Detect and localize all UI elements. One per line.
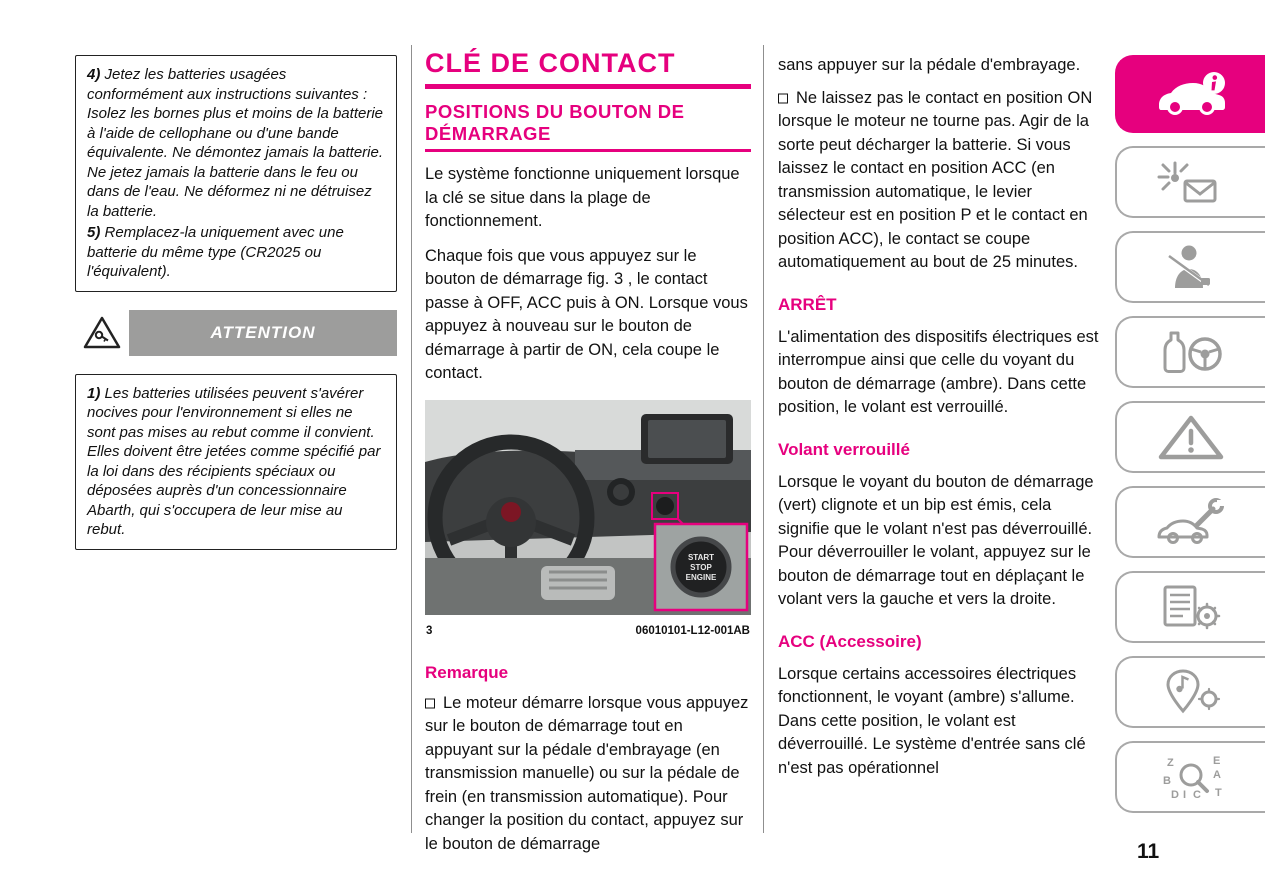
alphabetical-index-icon: Z E B A D I C T — [1163, 755, 1222, 801]
start-button-line3: ENGINE — [686, 573, 717, 582]
instruction-item-4: 4) Jetez les batteries usagées conformém… — [87, 65, 385, 221]
heading-acc-accessoire: ACC (Accessoire) — [778, 631, 922, 651]
item-number: 1) — [87, 384, 101, 402]
sidebar-tab-maintenance[interactable] — [1115, 486, 1265, 558]
item-text: Jetez les batteries usagées conformément… — [87, 66, 384, 220]
maintenance-wrench-icon — [1157, 498, 1225, 544]
warning-lights-icon — [1157, 161, 1217, 203]
seatbelt-safety-icon — [1168, 245, 1210, 288]
item-text: Les batteries utilisées peuvent s'avérer… — [87, 384, 381, 539]
drive-safety-icon — [1163, 331, 1222, 373]
index-letter: B — [1163, 775, 1171, 787]
square-bullet-icon — [778, 93, 788, 103]
technical-data-icon — [1163, 585, 1221, 630]
index-letter: T — [1215, 787, 1222, 799]
chapter-tab-sidebar: Z E B A D I C T — [1115, 55, 1265, 813]
sidebar-tab-multimedia[interactable] — [1115, 656, 1265, 728]
attention-bar: ATTENTION — [129, 309, 397, 356]
figure-3: START STOP ENGINE 3 06010101-L12-001AB — [425, 399, 751, 637]
multimedia-navigation-icon — [1166, 669, 1221, 714]
start-button-line1: START — [688, 553, 714, 562]
sidebar-tab-safety[interactable] — [1115, 231, 1265, 303]
warning-triangle-key-icon — [75, 309, 129, 356]
sidebar-tab-warning-lights[interactable] — [1115, 146, 1265, 218]
instruction-item-5: 5) Remplacez-la uniquement avec une batt… — [87, 223, 385, 282]
left-column: 4) Jetez les batteries usagées conformém… — [75, 55, 397, 550]
emergency-triangle-icon — [1158, 415, 1224, 460]
battery-environment-box: 1) Les batteries utilisées peuvent s'avé… — [75, 373, 397, 550]
instruction-item-1: 1) Les batteries utilisées peuvent s'avé… — [87, 384, 385, 540]
paragraph: Chaque fois que vous appuyez sur le bout… — [425, 246, 748, 383]
index-letter: C — [1193, 789, 1201, 801]
paragraph-continuation: sans appuyer sur la pédale d'embrayage. — [778, 56, 1081, 74]
car-info-icon — [1159, 72, 1225, 115]
paragraph: Lorsque le voyant du bouton de démarrage… — [778, 472, 1094, 609]
item-number: 5) — [87, 224, 101, 241]
index-letter: D — [1171, 789, 1179, 801]
paragraph: Lorsque certains accessoires électriques… — [778, 664, 1086, 777]
battery-instructions-box: 4) Jetez les batteries usagées conformém… — [75, 55, 397, 292]
middle-column: CLÉ DE CONTACT POSITIONS DU BOUTON DE DÉ… — [425, 48, 751, 856]
section-title: POSITIONS DU BOUTON DE DÉMARRAGE — [425, 101, 751, 152]
sidebar-tab-emergency[interactable] — [1115, 401, 1265, 473]
heading-volant-verrouille: Volant verrouillé — [778, 439, 910, 459]
note-bullet-item: Le moteur démarre lorsque vous appuyez s… — [425, 692, 751, 857]
note-heading: Remarque — [425, 662, 509, 682]
sidebar-tab-index[interactable]: Z E B A D I C T — [1115, 741, 1265, 813]
item-text: Remplacez-la uniquement avec une batteri… — [87, 224, 344, 280]
index-letter: I — [1183, 789, 1186, 801]
index-letter: Z — [1167, 757, 1174, 769]
bullet-text: Ne laissez pas le contact en position ON… — [778, 88, 1093, 272]
page-number: 11 — [1137, 840, 1160, 863]
sidebar-tab-driving[interactable] — [1115, 316, 1265, 388]
attention-label: ATTENTION — [210, 322, 316, 342]
square-bullet-icon — [425, 698, 435, 708]
start-button-line2: STOP — [690, 563, 712, 572]
page-title: CLÉ DE CONTACT — [425, 48, 751, 89]
column-divider-right — [763, 45, 764, 833]
figure-number: 3 — [426, 624, 433, 637]
figure-caption: 3 06010101-L12-001AB — [425, 625, 751, 637]
bullet-item: Ne laissez pas le contact en position ON… — [778, 87, 1102, 275]
index-letter: A — [1213, 769, 1221, 781]
sidebar-tab-vehicle-info[interactable] — [1115, 55, 1265, 133]
paragraph: L'alimentation des dispositifs électriqu… — [778, 327, 1099, 417]
column-divider-left — [411, 45, 412, 833]
index-letter: E — [1213, 755, 1220, 767]
bullet-text: Le moteur démarre lorsque vous appuyez s… — [425, 693, 749, 853]
right-column: sans appuyer sur la pédale d'embrayage. … — [778, 48, 1102, 780]
attention-banner: ATTENTION — [75, 309, 397, 356]
figure-code: 06010101-L12-001AB — [635, 624, 750, 637]
item-number: 4) — [87, 66, 101, 83]
sidebar-tab-technical-data[interactable] — [1115, 571, 1265, 643]
figure-image-dashboard: START STOP ENGINE — [425, 399, 751, 615]
paragraph: Le système fonctionne uniquement lorsque… — [425, 165, 740, 230]
heading-arret: ARRÊT — [778, 294, 837, 314]
